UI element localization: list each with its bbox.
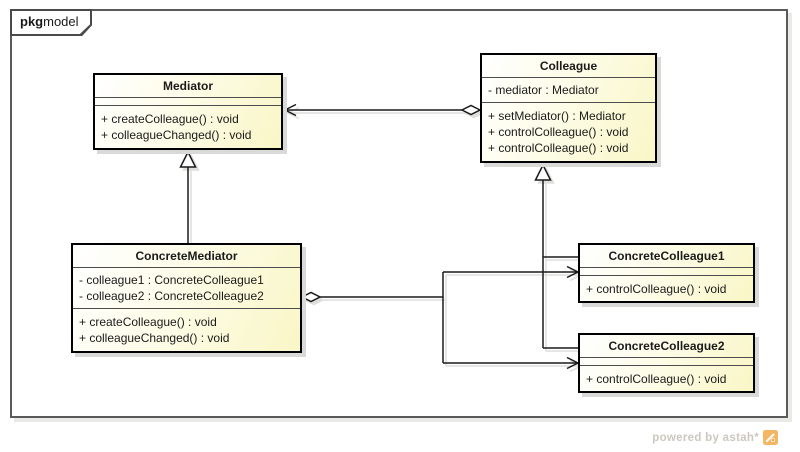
- generalization-concretemediator-to-mediator[interactable]: [179, 150, 197, 243]
- operations-compartment[interactable]: + setMediator() : Mediator + controlColl…: [482, 102, 655, 161]
- class-title[interactable]: ConcreteColleague2: [608, 339, 725, 353]
- operations-compartment[interactable]: + controlColleague() : void: [580, 365, 753, 391]
- attributes-compartment[interactable]: - colleague1 : ConcreteColleague1 - coll…: [73, 267, 300, 308]
- class-title[interactable]: Colleague: [539, 59, 598, 73]
- attribute[interactable]: - colleague1 : ConcreteColleague1: [79, 273, 264, 287]
- attribute[interactable]: - colleague2 : ConcreteColleague2: [79, 289, 264, 303]
- watermark-text: powered by astah*: [652, 431, 759, 444]
- operation[interactable]: + setMediator() : Mediator: [488, 109, 626, 123]
- class-mediator[interactable]: Mediator + createColleague() : void + co…: [93, 73, 283, 150]
- operation[interactable]: + controlColleague() : void: [586, 282, 727, 296]
- operation[interactable]: + createColleague() : void: [79, 315, 217, 329]
- operation[interactable]: + colleagueChanged() : void: [79, 331, 230, 345]
- attributes-compartment[interactable]: - mediator : Mediator: [482, 77, 655, 102]
- class-concrete-mediator[interactable]: ConcreteMediator - colleague1 : Concrete…: [71, 243, 302, 353]
- association-colleague-to-mediator[interactable]: [283, 103, 482, 117]
- operation[interactable]: + controlColleague() : void: [488, 125, 629, 139]
- generalization-triangle-icon: [179, 150, 197, 168]
- operation[interactable]: + createColleague() : void: [101, 112, 239, 126]
- attribute[interactable]: - mediator : Mediator: [488, 83, 599, 97]
- aggregation-diamond-icon: [460, 104, 482, 116]
- operations-compartment[interactable]: + createColleague() : void + colleagueCh…: [73, 308, 300, 351]
- class-title[interactable]: ConcreteColleague1: [608, 249, 725, 263]
- attributes-compartment[interactable]: [580, 357, 753, 365]
- class-concrete-colleague2[interactable]: ConcreteColleague2 + controlColleague() …: [578, 333, 755, 393]
- package-frame: [10, 9, 788, 418]
- package-tab-face: [12, 11, 90, 34]
- class-colleague[interactable]: Colleague - mediator : Mediator + setMed…: [480, 53, 657, 163]
- class-concrete-colleague1[interactable]: ConcreteColleague1 + controlColleague() …: [578, 243, 755, 303]
- generalization-concretecolleagues-to-colleague[interactable]: [534, 163, 579, 349]
- operation[interactable]: + controlColleague() : void: [488, 141, 629, 155]
- class-title[interactable]: Mediator: [162, 79, 213, 93]
- operations-compartment[interactable]: + createColleague() : void + colleagueCh…: [95, 105, 281, 148]
- package-tab[interactable]: [10, 9, 92, 36]
- operation[interactable]: + controlColleague() : void: [586, 372, 727, 386]
- package-keyword: pkg: [20, 14, 44, 29]
- watermark: powered by astah*: [652, 430, 778, 445]
- operation[interactable]: + colleagueChanged() : void: [101, 128, 252, 142]
- attributes-compartment[interactable]: [580, 267, 753, 275]
- package-name: model: [43, 14, 79, 29]
- class-title[interactable]: ConcreteMediator: [135, 249, 238, 263]
- astah-logo-icon: [763, 430, 778, 445]
- package-tab-label: pkgmodel: [20, 9, 79, 36]
- operations-compartment[interactable]: + controlColleague() : void: [580, 275, 753, 301]
- association-concretemediator-to-concretecolleagues[interactable]: [300, 265, 580, 370]
- open-arrowhead-icon: [283, 103, 297, 117]
- attributes-compartment[interactable]: [95, 97, 281, 105]
